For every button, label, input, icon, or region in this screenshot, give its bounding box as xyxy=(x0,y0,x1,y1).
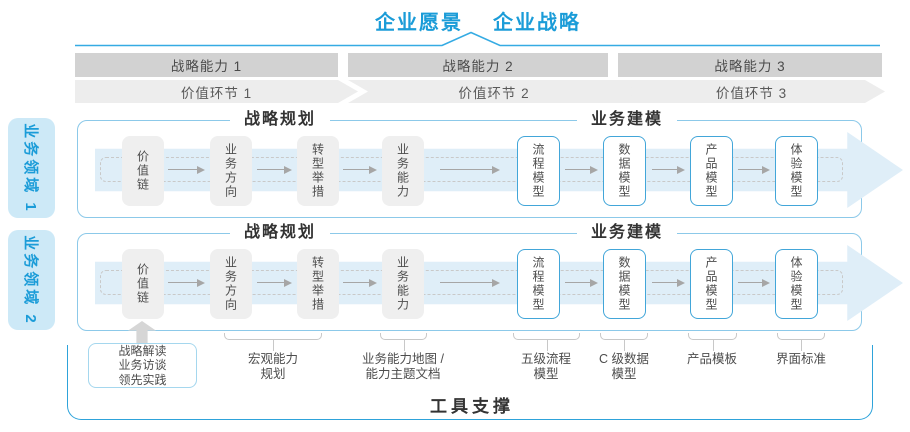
caret-line xyxy=(75,31,880,47)
annotation-capability-map: 业务能力地图 / 能力主题文档 xyxy=(362,352,444,381)
box-process-model-2: 流程模型 xyxy=(517,249,560,319)
annotation-c-level-data: C 级数据 模型 xyxy=(598,352,650,381)
value-link-3: 价值环节 3 xyxy=(618,80,885,103)
arrow-icon xyxy=(652,279,685,287)
planning-header-2: 战略规划 xyxy=(229,224,331,242)
box-experience-model-1: 体验模型 xyxy=(775,136,818,206)
capability-bar-1: 战略能力 1 xyxy=(75,53,338,77)
box-data-model-2: 数据模型 xyxy=(603,249,646,319)
modeling-header-2: 业务建模 xyxy=(576,224,678,242)
dashed-track-2 xyxy=(100,270,843,295)
arrow-icon xyxy=(168,279,205,287)
arrow-icon xyxy=(652,166,685,174)
domain-label-2-text: 业务领域 2 xyxy=(22,234,40,326)
brace-icon xyxy=(688,333,737,351)
annotation-macro-capability: 宏观能力 规划 xyxy=(247,352,299,381)
arrow-icon xyxy=(565,279,598,287)
modeling-header-1: 业务建模 xyxy=(576,111,678,129)
box-business-direction-2: 业务方向 xyxy=(210,249,252,319)
domain-label-1-text: 业务领域 1 xyxy=(22,122,40,214)
arrow-icon xyxy=(343,166,377,174)
strategy-title: 企业战略 xyxy=(493,12,581,34)
box-transformation-initiatives-1: 转型举措 xyxy=(297,136,339,206)
box-business-direction-1: 业务方向 xyxy=(210,136,252,206)
brace-icon xyxy=(600,333,648,351)
vision-title: 企业愿景 xyxy=(375,12,463,34)
tool-support-container xyxy=(67,345,873,420)
box-experience-model-2: 体验模型 xyxy=(775,249,818,319)
brace-icon xyxy=(513,333,580,351)
planning-header-1: 战略规划 xyxy=(229,111,331,129)
practice-box: 战略解读 业务访谈 领先实践 xyxy=(88,343,197,388)
arrow-icon xyxy=(565,166,598,174)
capability-bar-2: 战略能力 2 xyxy=(348,53,608,77)
domain-label-1: 业务领域 1 xyxy=(8,118,55,218)
box-value-chain-1: 价值链 xyxy=(122,136,164,206)
value-link-1: 价值环节 1 xyxy=(75,80,358,103)
arrow-icon xyxy=(440,166,500,174)
arrow-icon xyxy=(738,279,770,287)
arrow-icon xyxy=(738,166,770,174)
tool-support-label: 工具支撑 xyxy=(430,397,514,416)
arrow-icon xyxy=(257,166,292,174)
annotation-ui-standard: 界面标准 xyxy=(775,352,827,366)
box-value-chain-2: 价值链 xyxy=(122,249,164,319)
page-title: 企业愿景 企业战略 xyxy=(375,6,581,35)
box-product-model-1: 产品模型 xyxy=(690,136,733,206)
box-process-model-1: 流程模型 xyxy=(517,136,560,206)
brace-icon xyxy=(777,333,825,351)
annotation-level5-process: 五级流程 模型 xyxy=(520,352,572,381)
value-link-2: 价值环节 2 xyxy=(348,80,640,103)
box-transformation-initiatives-2: 转型举措 xyxy=(297,249,339,319)
brace-icon xyxy=(380,333,427,351)
arrow-icon xyxy=(440,279,500,287)
box-business-capability-2: 业务能力 xyxy=(382,249,424,319)
box-product-model-2: 产品模型 xyxy=(690,249,733,319)
brace-icon xyxy=(224,333,322,351)
box-data-model-1: 数据模型 xyxy=(603,136,646,206)
dashed-track-1 xyxy=(100,157,843,182)
arrow-icon xyxy=(168,166,205,174)
box-business-capability-1: 业务能力 xyxy=(382,136,424,206)
arrow-icon xyxy=(343,279,377,287)
arrow-icon xyxy=(257,279,292,287)
capability-bar-3: 战略能力 3 xyxy=(618,53,882,77)
annotation-product-template: 产品模板 xyxy=(686,352,738,366)
domain-label-2: 业务领域 2 xyxy=(8,230,55,330)
